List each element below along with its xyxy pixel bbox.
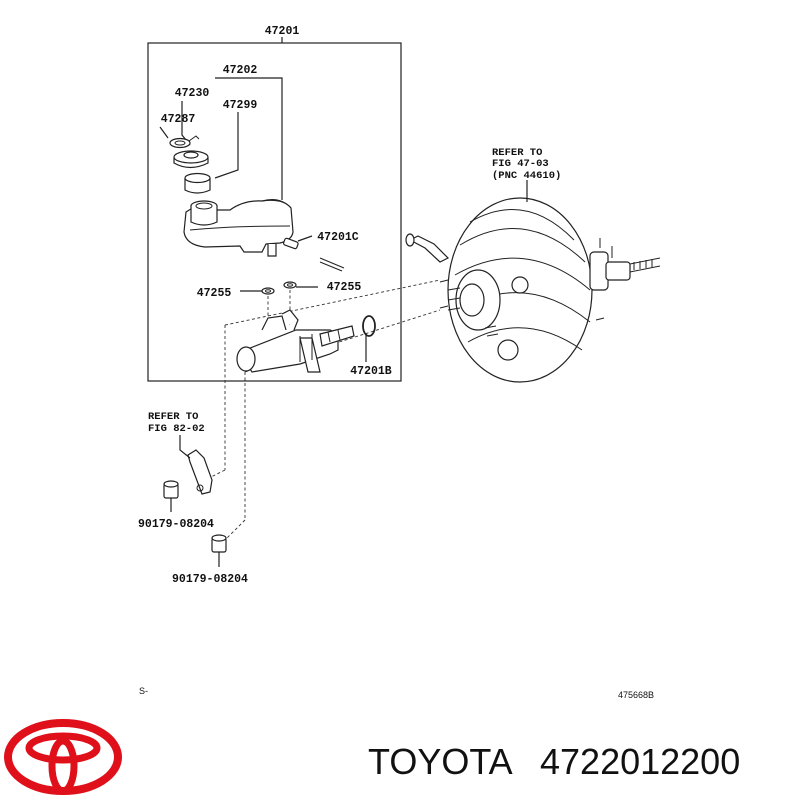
bracket-part (179, 435, 213, 495)
strainer-leader (214, 112, 239, 179)
label-grommet-right: 47255 (327, 281, 362, 294)
refer-bracket-line1: REFER TO (148, 411, 198, 423)
label-grommet-left: 47255 (197, 287, 232, 300)
footer-code-right: 475668B (618, 690, 654, 700)
grommet-right-part (283, 281, 297, 289)
logo-vertical-ring (48, 737, 78, 795)
reservoir-tank-part (183, 199, 294, 257)
refer-booster-line1: REFER TO (492, 147, 542, 159)
align-line-nut (224, 519, 246, 541)
reservoir-cap-part (173, 150, 209, 169)
clip-leader (159, 126, 169, 139)
nut-lower-part (211, 534, 227, 567)
brand-name: TOYOTA (368, 741, 513, 782)
plug-leader (297, 235, 313, 242)
assembly-frame (147, 42, 402, 382)
align-line-upper (224, 279, 441, 326)
plug-part (283, 237, 345, 272)
label-nut-upper: 90179-08204 (138, 518, 214, 531)
label-assembly: 47201 (265, 25, 300, 38)
part-number: 4722012200 (540, 741, 740, 782)
label-clip: 47287 (161, 113, 196, 126)
label-reservoir: 47202 (223, 64, 258, 77)
label-cap-assembly: 47230 (175, 87, 210, 100)
reservoir-leader (215, 77, 283, 200)
logo-horizontal-ring (25, 732, 101, 764)
refer-booster-line2: FIG 47-03 (492, 158, 549, 170)
label-plug: 47201C (317, 231, 359, 244)
refer-booster-line3: (PNC 44610) (492, 170, 561, 182)
vacuum-fitting-part (405, 233, 450, 263)
footer-code-left: S- (139, 686, 148, 696)
o-ring-part (362, 315, 376, 337)
refer-bracket-line2: FIG 82-02 (148, 423, 205, 435)
nut-upper-part (163, 480, 179, 512)
toyota-logo-icon (4, 719, 122, 795)
label-nut-lower: 90179-08204 (172, 573, 248, 586)
strainer-part (184, 172, 211, 194)
brake-booster-part (439, 197, 661, 383)
label-o-ring: 47201B (350, 365, 392, 378)
clip-part (169, 135, 200, 149)
label-strainer: 47299 (223, 99, 258, 112)
grommet-left-part (261, 287, 275, 295)
master-cylinder-part (236, 309, 355, 373)
